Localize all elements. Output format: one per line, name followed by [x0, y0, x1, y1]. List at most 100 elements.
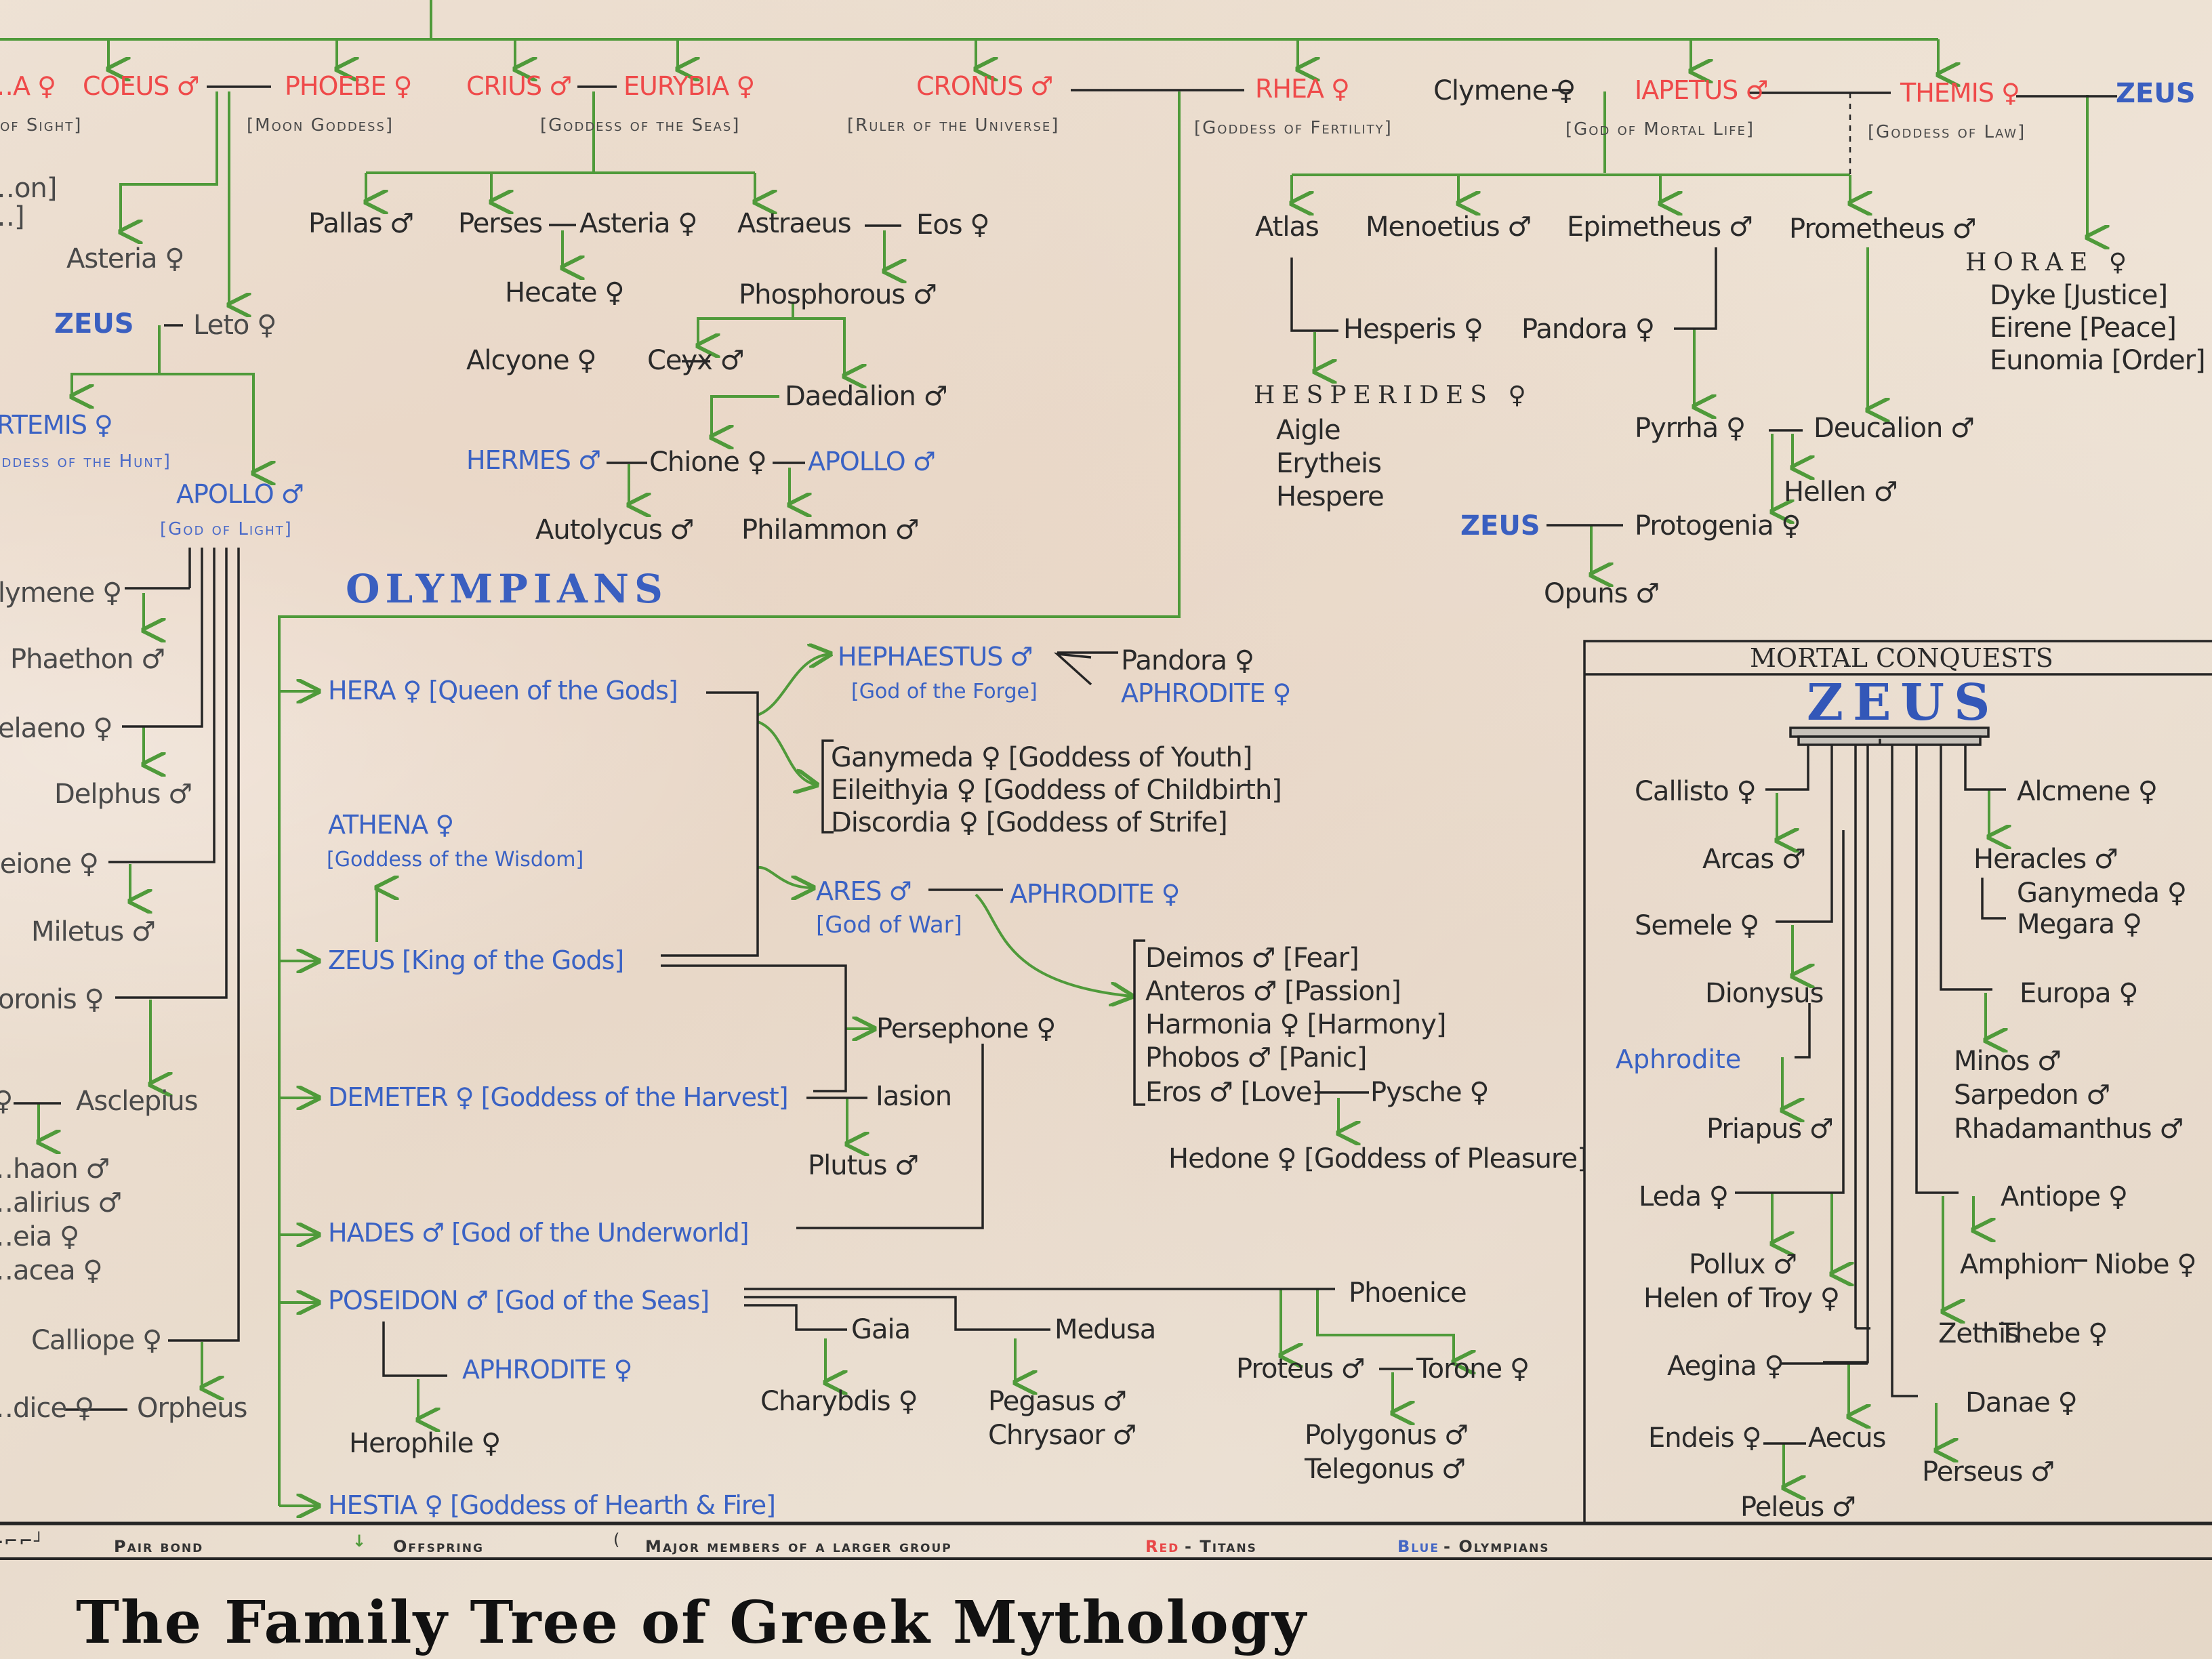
- menoetius[interactable]: Menoetius ♂: [1366, 211, 1532, 243]
- mc-heracles-wife-ganymeda[interactable]: Ganymeda ♀: [2017, 878, 2187, 909]
- titan-crius[interactable]: CRIUS ♂: [466, 71, 572, 101]
- mc-leda[interactable]: Leda ♀: [1639, 1181, 1729, 1212]
- apollo-child-asclepius[interactable]: Asclepius: [76, 1086, 199, 1117]
- olympian-athena[interactable]: ATHENA ♀: [328, 810, 454, 840]
- apollo-child-phaethon[interactable]: Phaethon ♂: [10, 644, 165, 675]
- ganymeda[interactable]: Ganymeda ♀ [Goddess of Youth]: [831, 742, 1252, 773]
- ceyx[interactable]: Ceyx ♂: [647, 345, 744, 376]
- apollo-consort-deione[interactable]: Deione ♀: [0, 848, 99, 880]
- titan-cronus[interactable]: CRONUS ♂: [916, 71, 1053, 101]
- alcyone[interactable]: Alcyone ♀: [466, 345, 597, 376]
- discordia[interactable]: Discordia ♀ [Goddess of Strife]: [831, 807, 1228, 838]
- chione[interactable]: Chione ♀: [649, 447, 767, 478]
- opuns[interactable]: Opuns ♂: [1544, 578, 1660, 609]
- ares[interactable]: ARES ♂: [816, 876, 912, 906]
- mc-callisto[interactable]: Callisto ♀: [1635, 776, 1757, 807]
- titan-themis[interactable]: THEMIS ♀: [1900, 78, 2020, 108]
- asclepius-child-4[interactable]: …acea ♀: [0, 1255, 103, 1286]
- titan-iapetus[interactable]: IAPETUS ♂: [1635, 75, 1768, 105]
- psyche[interactable]: Pysche ♀: [1370, 1077, 1490, 1108]
- mc-semele[interactable]: Semele ♀: [1635, 910, 1759, 941]
- apollo[interactable]: APOLLO ♂: [176, 479, 304, 509]
- titan-eurybia[interactable]: EURYBIA ♀: [623, 71, 755, 101]
- mc-amphion[interactable]: Amphion: [1960, 1249, 2076, 1280]
- mc-antiope[interactable]: Antiope ♀: [2001, 1181, 2128, 1212]
- olympian-zeus[interactable]: ZEUS [King of the Gods]: [328, 945, 624, 975]
- hephaestus-partner-aphrodite[interactable]: APHRODITE ♀: [1121, 678, 1291, 708]
- asteria-perses-partner[interactable]: Asteria ♀: [579, 208, 698, 239]
- philammon[interactable]: Philammon ♂: [741, 514, 920, 546]
- olympian-hestia[interactable]: HESTIA ♀ [Goddess of Hearth & Fire]: [328, 1490, 776, 1520]
- titan-phoebe[interactable]: PHOEBE ♀: [285, 71, 412, 101]
- mc-arcas[interactable]: Arcas ♂: [1702, 844, 1806, 875]
- mc-danae[interactable]: Danae ♀: [1965, 1387, 2078, 1418]
- mc-thebe[interactable]: Thebe ♀: [1999, 1318, 2108, 1349]
- hephaestus-partner-pandora[interactable]: Pandora ♀: [1121, 645, 1254, 676]
- asteria-coeus-daughter[interactable]: Asteria ♀: [66, 243, 185, 274]
- mc-alcmene[interactable]: Alcmene ♀: [2017, 776, 2158, 807]
- asclepius-child-1[interactable]: …haon ♂: [0, 1153, 110, 1185]
- hesperides-group[interactable]: HESPERIDES ♀: [1254, 382, 1533, 409]
- herophile[interactable]: Herophile ♀: [349, 1428, 501, 1459]
- plutus[interactable]: Plutus ♂: [808, 1150, 919, 1181]
- apollo-consort-coronis[interactable]: Coronis ♀: [0, 984, 104, 1015]
- mc-rhadamanthus[interactable]: Rhadamanthus ♂: [1954, 1113, 2184, 1145]
- mc-aecus[interactable]: Aecus: [1808, 1422, 1886, 1454]
- mortal-conquests-zeus[interactable]: ZEUS: [1807, 674, 2000, 732]
- pegasus[interactable]: Pegasus ♂: [988, 1386, 1127, 1417]
- hedone[interactable]: Hedone ♀ [Goddess of Pleasure]: [1168, 1143, 1588, 1174]
- artemis[interactable]: ARTEMIS ♀: [0, 410, 113, 440]
- phosphorous[interactable]: Phosphorous ♂: [739, 279, 937, 310]
- daedalion[interactable]: Daedalion ♂: [785, 381, 947, 412]
- proteus[interactable]: Proteus ♂: [1236, 1353, 1366, 1385]
- protogenia[interactable]: Protogenia ♀: [1635, 510, 1801, 541]
- olympian-poseidon[interactable]: POSEIDON ♂ [God of the Seas]: [328, 1286, 710, 1315]
- mc-zethis[interactable]: Zethis: [1938, 1318, 2020, 1349]
- themis-partner-zeus[interactable]: ZEUS: [2116, 78, 2196, 109]
- apollo-consort-calliope[interactable]: Calliope ♀: [31, 1325, 162, 1356]
- mc-peleus[interactable]: Peleus ♂: [1740, 1492, 1856, 1523]
- phoenice[interactable]: Phoenice: [1349, 1277, 1467, 1309]
- apollo-consort-clymene[interactable]: Clymene ♀: [0, 577, 122, 609]
- mc-aegina[interactable]: Aegina ♀: [1667, 1351, 1784, 1382]
- zeus-leto-partner[interactable]: ZEUS: [54, 308, 134, 340]
- charybdis[interactable]: Charybdis ♀: [760, 1386, 918, 1417]
- hellen[interactable]: Hellen ♂: [1784, 476, 1898, 508]
- olympian-hera[interactable]: HERA ♀ [Queen of the Gods]: [328, 676, 678, 705]
- mc-sarpedon[interactable]: Sarpedon ♂: [1954, 1080, 2110, 1111]
- mc-aphrodite[interactable]: Aphrodite: [1616, 1044, 1742, 1074]
- eros[interactable]: Eros ♂ [Love]: [1145, 1077, 1322, 1108]
- asclepius-child-2[interactable]: …alirius ♂: [0, 1187, 122, 1218]
- deucalion[interactable]: Deucalion ♂: [1814, 413, 1975, 444]
- eileithyia[interactable]: Eileithyia ♀ [Goddess of Childbirth]: [831, 775, 1282, 806]
- hesperides-member-hespere[interactable]: Hespere: [1276, 481, 1385, 512]
- telegonus[interactable]: Telegonus ♂: [1305, 1454, 1466, 1485]
- deimos[interactable]: Deimos ♂ [Fear]: [1145, 943, 1359, 974]
- pyrrha[interactable]: Pyrrha ♀: [1635, 413, 1746, 444]
- eos[interactable]: Eos ♀: [916, 209, 990, 241]
- mc-endeis[interactable]: Endeis ♀: [1648, 1422, 1762, 1454]
- mc-minos[interactable]: Minos ♂: [1954, 1046, 2062, 1077]
- orpheus-partner-partial[interactable]: …dice ♀: [0, 1393, 94, 1424]
- prometheus[interactable]: Prometheus ♂: [1789, 213, 1976, 245]
- ares-partner-aphrodite[interactable]: APHRODITE ♀: [1010, 879, 1180, 909]
- phobos[interactable]: Phobos ♂ [Panic]: [1145, 1042, 1367, 1073]
- horae-member-dyke[interactable]: Dyke [Justice]: [1990, 280, 2168, 311]
- asclepius-child-3[interactable]: …eia ♀: [0, 1221, 79, 1252]
- anteros[interactable]: Anteros ♂ [Passion]: [1145, 976, 1401, 1007]
- horae-member-eunomia[interactable]: Eunomia [Order]: [1990, 345, 2206, 376]
- iasion[interactable]: Iasion: [876, 1081, 952, 1112]
- olympian-hades[interactable]: HADES ♂ [God of the Underworld]: [328, 1218, 750, 1248]
- poseidon-partner-aphrodite[interactable]: APHRODITE ♀: [462, 1355, 632, 1385]
- apollo-consort-celaeno[interactable]: Celaeno ♀: [0, 713, 113, 744]
- hephaestus[interactable]: HEPHAESTUS ♂: [838, 642, 1033, 672]
- horae-member-eirene[interactable]: Eirene [Peace]: [1990, 312, 2177, 344]
- pallas[interactable]: Pallas ♂: [308, 208, 414, 239]
- mc-heracles[interactable]: Heracles ♂: [1973, 844, 2118, 875]
- epimetheus[interactable]: Epimetheus ♂: [1567, 211, 1753, 243]
- leto[interactable]: Leto ♀: [193, 310, 276, 341]
- perses[interactable]: Perses: [458, 208, 543, 239]
- titan-rhea[interactable]: RHEA ♀: [1255, 74, 1350, 104]
- chrysaor[interactable]: Chrysaor ♂: [988, 1420, 1136, 1451]
- horae-group[interactable]: HORAE ♀: [1965, 249, 2134, 276]
